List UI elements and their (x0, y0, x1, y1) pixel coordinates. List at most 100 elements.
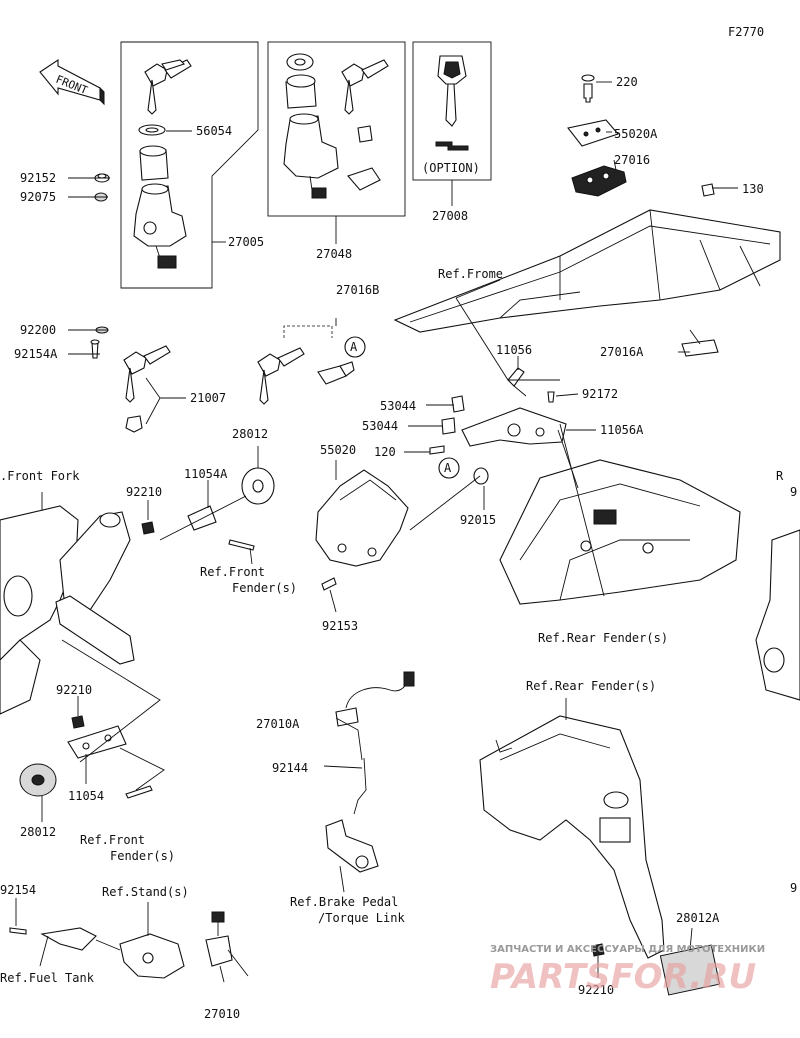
watermark-line1: ЗАПЧАСТИ И АКСЕССУАРЫ ДЛЯ МОТОТЕХНИКИ (490, 944, 765, 955)
bracket-27016B (283, 325, 333, 338)
marker-A-top: A (344, 336, 366, 358)
front-arrow-icon: FRONT (39, 58, 105, 106)
front-fork-icon (0, 505, 135, 715)
reflector-28012-top-icon (241, 467, 275, 505)
ref-front-fender-2a: Ref.Front (80, 833, 145, 847)
bolt-220-icon (581, 74, 595, 103)
label-92152: 92152 (20, 171, 56, 185)
option-key-icon (435, 55, 469, 151)
nut-92210-mid-icon (71, 715, 85, 729)
reflector-28012A-icon (659, 944, 721, 996)
label-56054: 56054 (196, 124, 232, 138)
brake-switch-27010A-icon (335, 671, 415, 727)
lock-cylinder-icon (357, 125, 373, 143)
bolt-front-fender-1-icon (228, 539, 255, 551)
rear-fender-upper-icon (499, 459, 741, 605)
ref-front-fork: .Front Fork (0, 469, 80, 483)
ref-front-fender-2b: Fender(s) (110, 849, 175, 863)
bracket-11054A-icon (159, 495, 247, 541)
ref-front-fender-1a: Ref.Front (200, 565, 265, 579)
stand-switch-27010-icon (205, 911, 249, 977)
key-21007-icon (123, 345, 171, 433)
ref-fuel-tank: Ref.Fuel Tank (0, 971, 95, 985)
rear-frame-icon (393, 209, 781, 333)
label-120: 120 (374, 445, 396, 459)
label-28012A: 28012A (676, 911, 720, 925)
leader-lines (15, 81, 738, 983)
rear-frame-bracket-27016A-icon (681, 329, 719, 357)
label-28012-top: 28012 (232, 427, 268, 441)
label-27016A: 27016A (600, 345, 644, 359)
ref-edge-r1: R (776, 469, 784, 483)
washer-56054-icon (138, 124, 166, 136)
seat-lock-body-icon (283, 113, 381, 199)
ref-rear-fender-1: Ref.Rear Fender(s) (538, 631, 668, 645)
ref-rear-fender-2: Ref.Rear Fender(s) (526, 679, 656, 693)
seat-lock-cap-icon (285, 53, 317, 109)
rear-fender-lower-icon (479, 715, 665, 959)
reflector-28012-bot-icon (19, 763, 57, 797)
label-220: 220 (616, 75, 638, 89)
label-92154: 92154 (0, 883, 36, 897)
bolt-92172-icon (547, 391, 555, 403)
bolt-130-icon (701, 183, 715, 197)
watermark-line2: PARTSFOR.RU (490, 957, 756, 997)
label-27048: 27048 (316, 247, 352, 261)
pad-27016-icon (571, 165, 627, 197)
key-set-icon (144, 59, 192, 115)
group-box-27048 (267, 41, 406, 217)
bracket-11054-icon (67, 725, 127, 759)
brake-pedal-icon (325, 819, 379, 873)
label-28012-bot: 28012 (20, 825, 56, 839)
collar-53044-a-icon (451, 395, 465, 413)
stand-bracket-icon (119, 933, 185, 979)
ref-edge-r3: 9 (790, 881, 797, 895)
label-92075: 92075 (20, 190, 56, 204)
label-27010: 27010 (204, 1007, 240, 1021)
label-92210-mid: 92210 (56, 683, 92, 697)
diagram-code: F2770 (728, 25, 764, 39)
collar-92015-icon (473, 467, 489, 485)
seat-lock-key-icon (341, 59, 389, 115)
ignition-cap-icon (139, 145, 169, 181)
label-92172: 92172 (582, 387, 618, 401)
label-11056A: 11056A (600, 423, 644, 437)
fuel-tank-bracket-icon (40, 927, 97, 951)
ref-brake-b: /Torque Link (318, 911, 405, 925)
label-130: 130 (742, 182, 764, 196)
ignition-switch-icon (133, 183, 187, 269)
label-21007: 21007 (190, 391, 226, 405)
marker-A-top-label: A (350, 340, 358, 354)
label-27016B: 27016B (336, 283, 379, 297)
label-11056: 11056 (496, 343, 532, 357)
ref-front-fender-1b: Fender(s) (232, 581, 297, 595)
label-55020A: 55020A (614, 127, 658, 141)
key-27016B-icon (257, 347, 305, 405)
label-27010A: 27010A (256, 717, 300, 731)
label-27016: 27016 (614, 153, 650, 167)
screw-92154-icon (9, 927, 27, 935)
spring-92144-icon (353, 757, 367, 815)
part-labels: 220 55020A 27016 130 56054 92152 92075 2… (0, 75, 764, 1021)
ref-edge-r2: 9 (790, 485, 797, 499)
label-92210-top: 92210 (126, 485, 162, 499)
group-box-27005 (120, 41, 259, 289)
label-53044-b: 53044 (362, 419, 398, 433)
reference-labels: Ref.Frome .Front Fork Ref.Front Fender(s… (0, 267, 797, 985)
label-27008: 27008 (432, 209, 468, 223)
bracket-11056A-icon (461, 407, 567, 447)
ref-brake-a: Ref.Brake Pedal (290, 895, 398, 909)
label-92015: 92015 (460, 513, 496, 527)
bolt-front-fender-2-icon (125, 785, 153, 799)
cover-55020-icon (315, 469, 409, 567)
nut-92210-bot-icon (591, 943, 605, 957)
label-92154A: 92154A (14, 347, 58, 361)
marker-A-mid: A (438, 457, 460, 479)
marker-A-mid-label: A (444, 461, 452, 475)
label-92153: 92153 (322, 619, 358, 633)
right-edge-fork-icon (755, 529, 800, 701)
label-55020: 55020 (320, 443, 356, 457)
label-11054: 11054 (68, 789, 104, 803)
